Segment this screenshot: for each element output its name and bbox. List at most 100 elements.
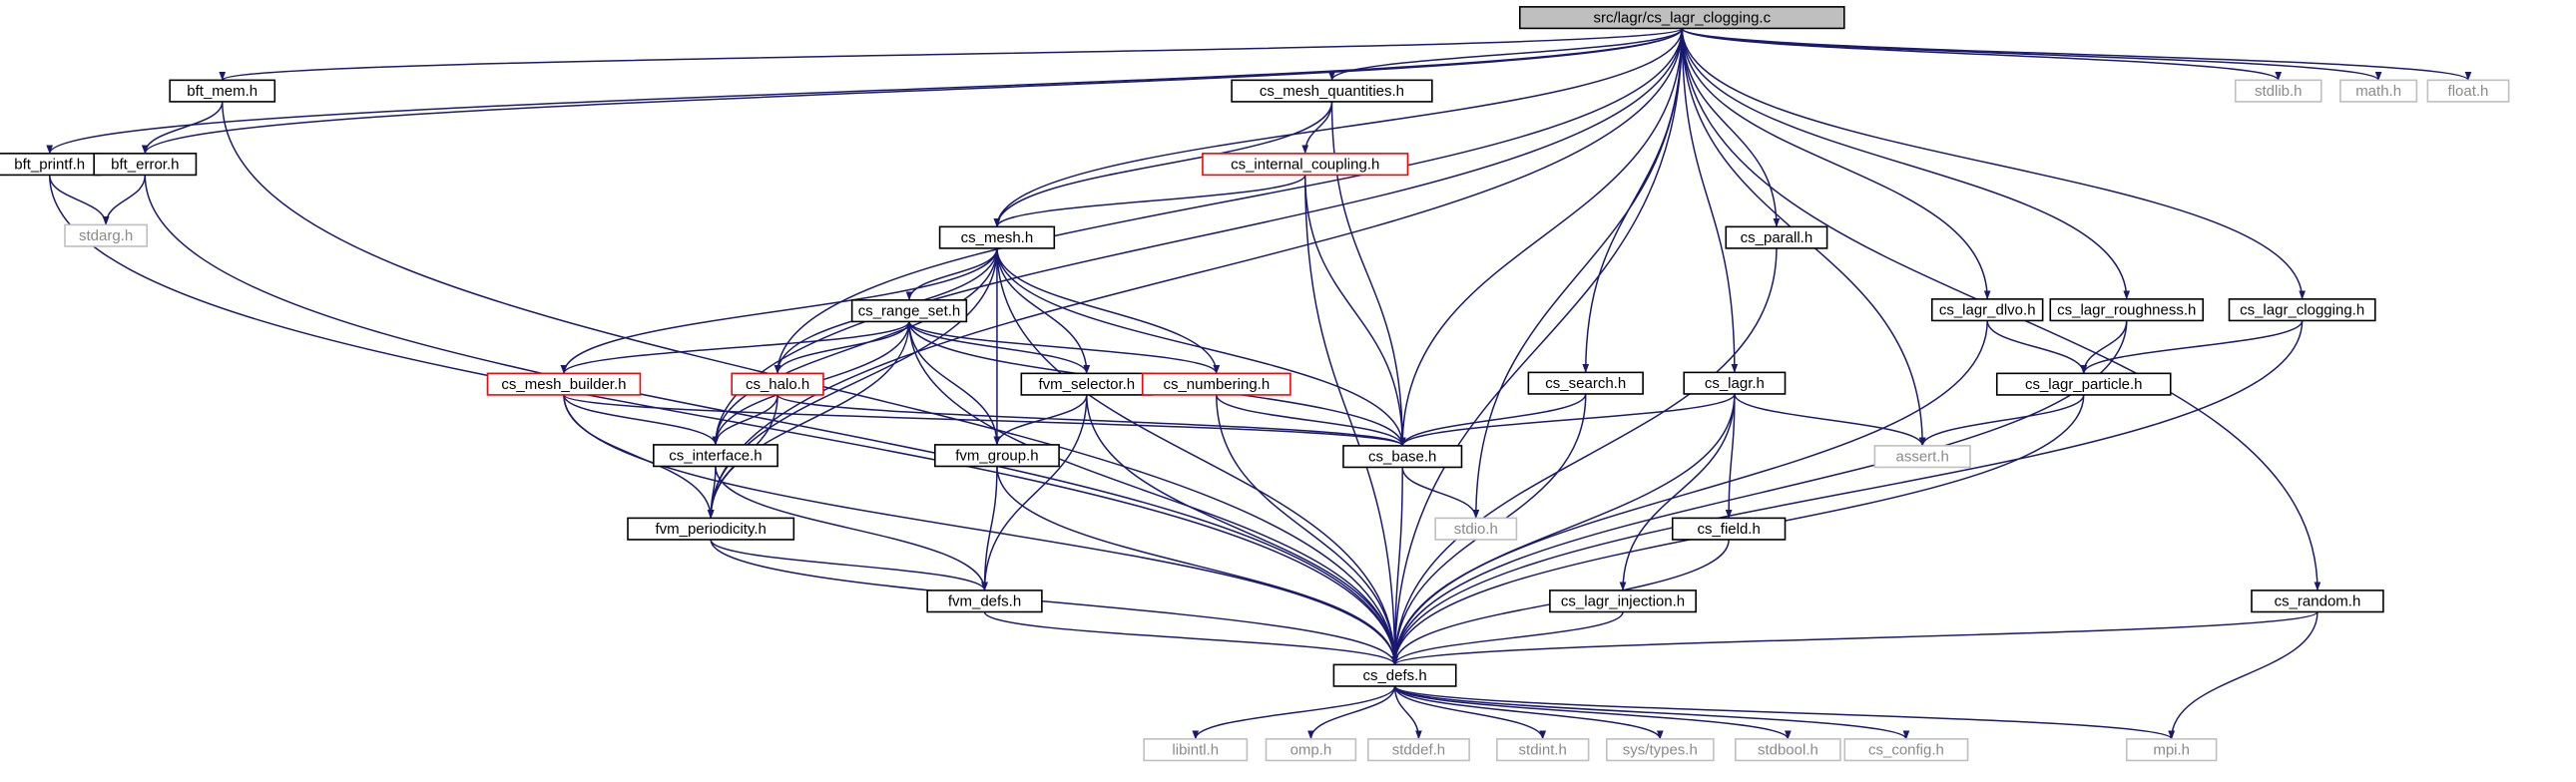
node-box xyxy=(2251,589,2384,613)
edge-bft_mem-to-bft_error xyxy=(141,101,224,155)
node-box xyxy=(1265,738,1357,762)
node-box xyxy=(2125,738,2218,762)
node-label: cs_halo.h xyxy=(746,376,809,393)
node-box xyxy=(1873,445,1971,469)
node-box xyxy=(850,299,968,323)
node-label: fvm_periodicity.h xyxy=(655,521,766,538)
node-box xyxy=(1725,225,1828,249)
edge-cs_defs-to-stdint xyxy=(1393,685,1547,740)
node-cs-lagr[interactable]: cs_lagr.h xyxy=(1683,371,1787,395)
edge-cs_range_set-to-cs_numbering xyxy=(908,321,1221,374)
edge-root-to-cs_lagr xyxy=(1681,28,1739,373)
node-box xyxy=(1930,298,2044,322)
edge-cs_numbering-to-cs_base xyxy=(1216,394,1406,447)
node-mpi: mpi.h xyxy=(2125,738,2218,762)
node-fvm-periodicity[interactable]: fvm_periodicity.h xyxy=(627,517,795,541)
node-fvm-selector[interactable]: fvm_selector.h xyxy=(1020,372,1154,396)
node-cs-base[interactable]: cs_base.h xyxy=(1342,445,1463,469)
edge-cs_mesh-to-fvm_selector xyxy=(996,247,1091,374)
node-bft-printf[interactable]: bft_printf.h xyxy=(0,153,102,177)
edge-root-to-float xyxy=(1681,27,2472,82)
edge-cs_random-to-cs_defs xyxy=(1391,610,2318,666)
edge-cs_mesh_builder-to-cs_interface xyxy=(563,394,720,446)
edge-cs_mesh-to-cs_defs xyxy=(996,247,1398,665)
edge-bft_printf-to-stdarg xyxy=(48,175,110,225)
node-label: cs_base.h xyxy=(1368,449,1436,466)
edge-cs_parall-to-cs_defs xyxy=(1391,247,1778,665)
node-box xyxy=(2426,79,2510,103)
node-box xyxy=(1671,517,1787,541)
node-cs-mesh-builder[interactable]: cs_mesh_builder.h xyxy=(486,372,642,396)
edge-cs_mesh-to-cs_numbering xyxy=(996,247,1221,374)
node-omp: omp.h xyxy=(1265,738,1357,762)
node-fvm-group[interactable]: fvm_group.h xyxy=(934,444,1060,468)
node-cs-lagr-injection[interactable]: cs_lagr_injection.h xyxy=(1549,589,1697,613)
node-label: cs_search.h xyxy=(1545,375,1626,392)
edge-cs_defs-to-cs_config xyxy=(1393,685,1910,740)
node-cs-random[interactable]: cs_random.h xyxy=(2251,589,2384,613)
edge-root-to-cs_mesh xyxy=(993,28,1684,227)
node-label: fvm_defs.h xyxy=(948,593,1021,610)
node-label: cs_lagr.h xyxy=(1705,375,1765,392)
edge-cs_base-to-stdio xyxy=(1401,467,1480,519)
node-label: cs_mesh.h xyxy=(961,229,1034,246)
edge-cs_mesh-to-cs_base xyxy=(996,247,1406,447)
node-label: bft_printf.h xyxy=(14,157,85,174)
edge-root-to-cs_halo xyxy=(773,28,1684,374)
node-cs-search[interactable]: cs_search.h xyxy=(1527,371,1644,395)
node-cs-numbering[interactable]: cs_numbering.h xyxy=(1141,372,1291,396)
edge-cs_mesh_quantities-to-cs_mesh xyxy=(993,101,1333,227)
edge-cs_lagr_injection-to-cs_defs xyxy=(1391,611,1624,665)
edge-cs_range_set-to-fvm_group xyxy=(908,321,1001,446)
node-cs-lagr-clogging[interactable]: cs_lagr_clogging.h xyxy=(2228,298,2376,322)
edge-cs_mesh_builder-to-cs_defs xyxy=(563,394,1398,665)
edge-cs_mesh-to-fvm_periodicity xyxy=(707,247,998,519)
edge-cs_defs-to-omp xyxy=(1307,685,1396,740)
edge-cs_lagr-to-assert xyxy=(1734,393,1926,447)
node-box xyxy=(169,79,276,103)
node-cs-internal-coupling[interactable]: cs_internal_coupling.h xyxy=(1202,153,1409,177)
node-cs-mesh-quantities[interactable]: cs_mesh_quantities.h xyxy=(1231,79,1433,103)
node-label: float.h xyxy=(2448,83,2489,100)
edge-root-to-stdlib xyxy=(1681,27,2282,82)
node-label: stdint.h xyxy=(1519,742,1567,759)
node-box xyxy=(2339,79,2418,103)
edge-cs_mesh-to-cs_mesh_builder xyxy=(560,247,998,374)
node-cs-halo[interactable]: cs_halo.h xyxy=(731,372,824,396)
node-label: assert.h xyxy=(1896,449,1949,466)
node-cs-mesh[interactable]: cs_mesh.h xyxy=(938,225,1056,249)
edge-root-to-cs_parall xyxy=(1681,28,1781,227)
node-cs-range-set[interactable]: cs_range_set.h xyxy=(850,299,968,323)
node-stdlib: stdlib.h xyxy=(2234,79,2322,103)
edge-root-to-cs_lagr_clogging xyxy=(1681,28,2307,300)
node-label: bft_mem.h xyxy=(187,83,258,100)
node-cs-parall[interactable]: cs_parall.h xyxy=(1725,225,1828,249)
node-label: cs_lagr_injection.h xyxy=(1561,593,1685,610)
node-box xyxy=(1735,738,1841,762)
edge-cs_lagr_clogging-to-cs_lagr_particle xyxy=(2080,320,2304,374)
node-cs-lagr-roughness[interactable]: cs_lagr_roughness.h xyxy=(2049,298,2205,322)
node-cs-field[interactable]: cs_field.h xyxy=(1671,517,1787,541)
node-libintl: libintl.h xyxy=(1143,738,1249,762)
node-fvm-defs[interactable]: fvm_defs.h xyxy=(926,589,1043,613)
edge-cs_range_set-to-cs_defs xyxy=(908,321,1398,665)
node-box xyxy=(731,372,824,396)
edge-cs_lagr_dlvo-to-cs_lagr_particle xyxy=(1986,320,2088,374)
node-box xyxy=(1527,371,1644,395)
node-bft-mem[interactable]: bft_mem.h xyxy=(169,79,276,103)
node-label: sys/types.h xyxy=(1623,742,1698,759)
node-cs-lagr-particle[interactable]: cs_lagr_particle.h xyxy=(1995,372,2172,396)
node-bft-error[interactable]: bft_error.h xyxy=(93,153,198,177)
node-label: math.h xyxy=(2355,83,2401,100)
node-label: cs_parall.h xyxy=(1741,229,1813,246)
edge-cs_mesh_builder-to-cs_base xyxy=(563,394,1406,447)
node-cs-config: cs_config.h xyxy=(1843,738,1969,762)
node-root[interactable]: src/lagr/cs_lagr_clogging.c xyxy=(1518,6,1845,30)
node-cs-defs[interactable]: cs_defs.h xyxy=(1332,663,1457,687)
node-cs-interface[interactable]: cs_interface.h xyxy=(653,444,778,468)
edge-cs_mesh-to-cs_interface xyxy=(712,247,998,446)
nodes-layer: src/lagr/cs_lagr_clogging.c bft_mem.h cs_m… xyxy=(0,6,2510,762)
node-cs-lagr-dlvo[interactable]: cs_lagr_dlvo.h xyxy=(1930,298,2044,322)
node-label: cs_lagr_clogging.h xyxy=(2240,302,2364,319)
